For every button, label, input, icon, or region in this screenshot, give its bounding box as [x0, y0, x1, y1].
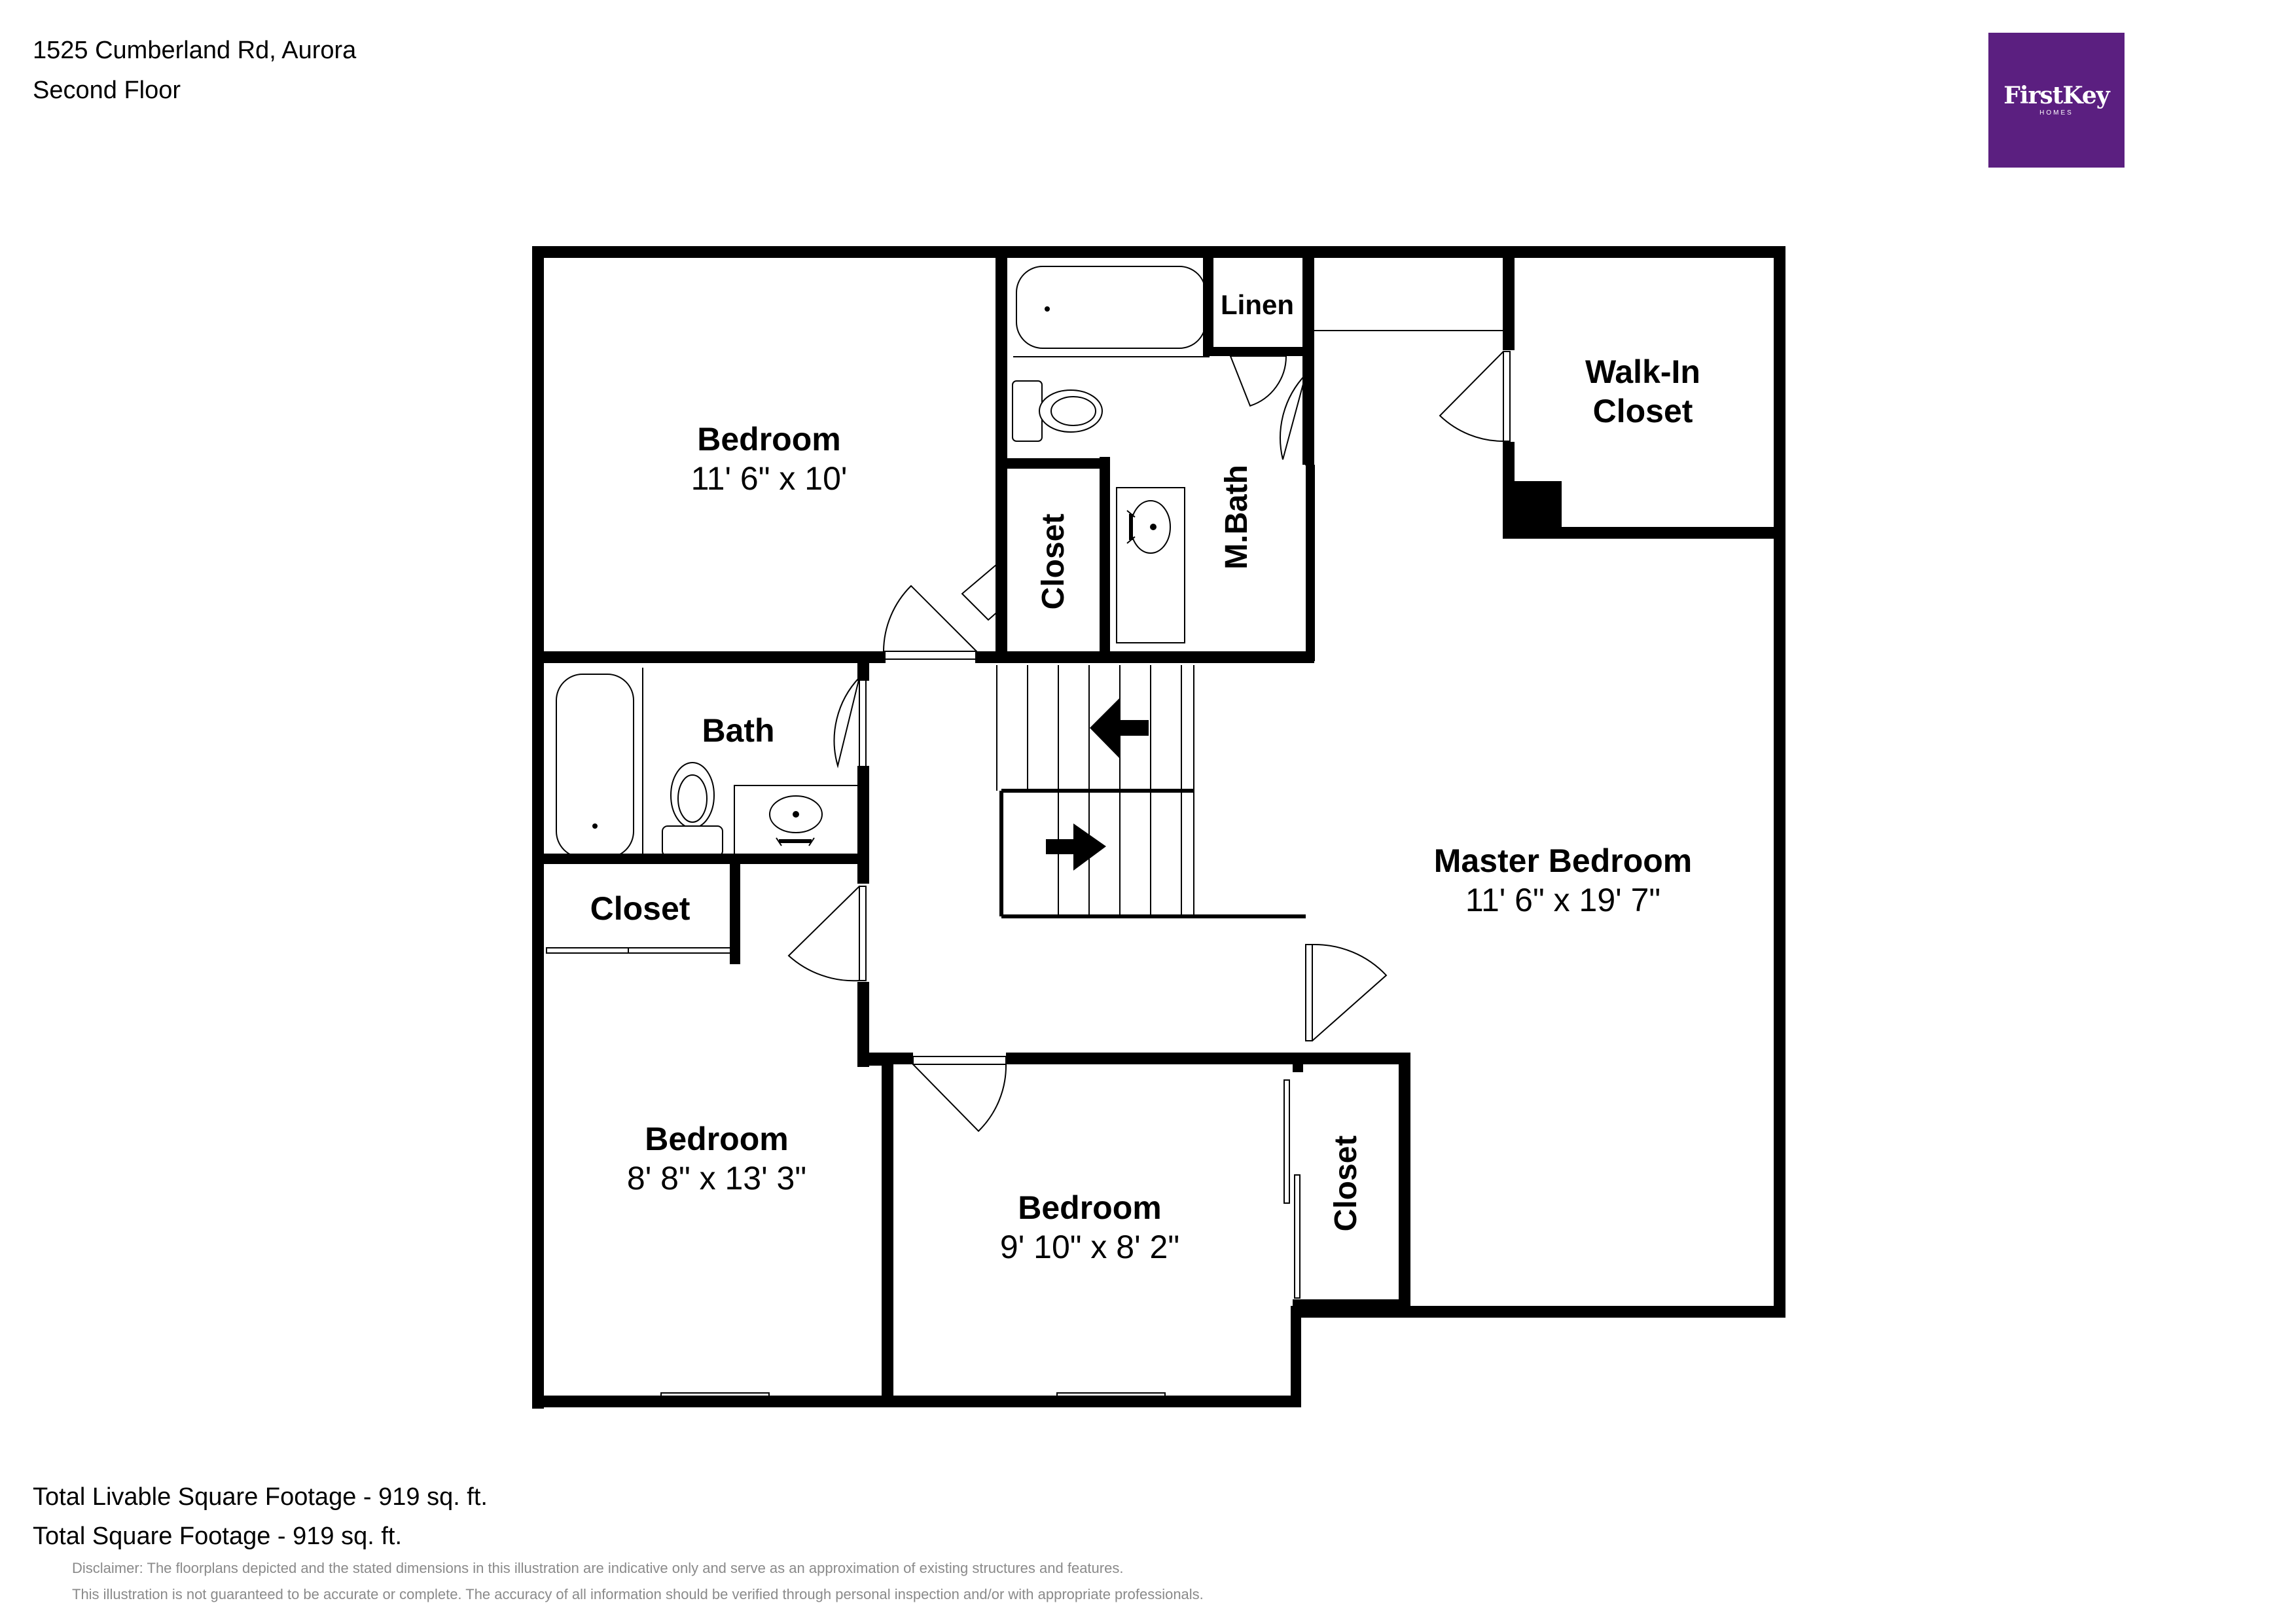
- walkin-label-2: Closet: [1593, 393, 1693, 429]
- closet-door-w-icon: [546, 947, 734, 954]
- stair-arrow-down-icon: [1046, 823, 1106, 871]
- bedroom-door-nw-icon: [883, 585, 977, 660]
- bath-vanity-icon: [734, 785, 859, 863]
- vanity-icon: [1116, 487, 1185, 643]
- bedroom-door-s-icon: [912, 1056, 1007, 1132]
- logo-brand: FirstKey: [2003, 82, 2109, 109]
- closet-w-label: Closet: [590, 890, 691, 927]
- total-sqft-text: Total Square Footage - 919 sq. ft.: [33, 1523, 403, 1550]
- closet-s-label: Closet: [1329, 1136, 1363, 1232]
- logo-sub: HOMES: [2039, 109, 2073, 117]
- bedroom-sw-dims: 8' 8" x 13' 3": [627, 1160, 806, 1197]
- master-bedroom-label: Master Bedroom: [1434, 842, 1693, 879]
- linen-door-icon: [1230, 348, 1287, 407]
- tub-icon: [1013, 266, 1210, 357]
- walkin-label-1: Walk-In: [1585, 353, 1700, 390]
- walkin-door-icon: [1439, 351, 1511, 442]
- disclaimer-line-2: This illustration is not guaranteed to b…: [72, 1586, 1204, 1602]
- closet-door-s-icon: [1283, 1079, 1300, 1299]
- linen-label: Linen: [1221, 289, 1294, 320]
- bath-toilet-icon: [662, 762, 723, 857]
- stairs-icon: [996, 665, 1306, 918]
- stair-arrow-up-icon: [1090, 697, 1149, 759]
- firstkey-logo: FirstKey HOMES: [1988, 33, 2125, 168]
- bath-door-icon: [833, 677, 867, 768]
- floor-text: Second Floor: [33, 77, 181, 104]
- bath-tub-icon: [556, 668, 643, 861]
- bedroom-sw-label: Bedroom: [645, 1121, 788, 1157]
- master-door-icon: [1305, 943, 1388, 1041]
- address-text: 1525 Cumberland Rd, Aurora: [33, 37, 357, 64]
- closet-nw-label: Closet: [1036, 514, 1071, 610]
- master-bedroom-dims: 11' 6" x 19' 7": [1465, 882, 1660, 918]
- bedroom-s-dims: 9' 10" x 8' 2": [1000, 1229, 1179, 1265]
- toilet-icon: [1012, 380, 1103, 442]
- bedroom-door-sw-icon: [787, 886, 867, 982]
- livable-sqft-text: Total Livable Square Footage - 919 sq. f…: [33, 1483, 488, 1511]
- bedroom-nw-label: Bedroom: [697, 421, 840, 458]
- walls: [532, 246, 1785, 1409]
- disclaimer-line-1: Disclaimer: The floorplans depicted and …: [72, 1560, 1124, 1576]
- bedroom-nw-dims: 11' 6" x 10': [691, 460, 848, 497]
- bath-label: Bath: [702, 712, 774, 749]
- bedroom-s-label: Bedroom: [1018, 1189, 1161, 1226]
- mbath-label: M.Bath: [1219, 465, 1254, 569]
